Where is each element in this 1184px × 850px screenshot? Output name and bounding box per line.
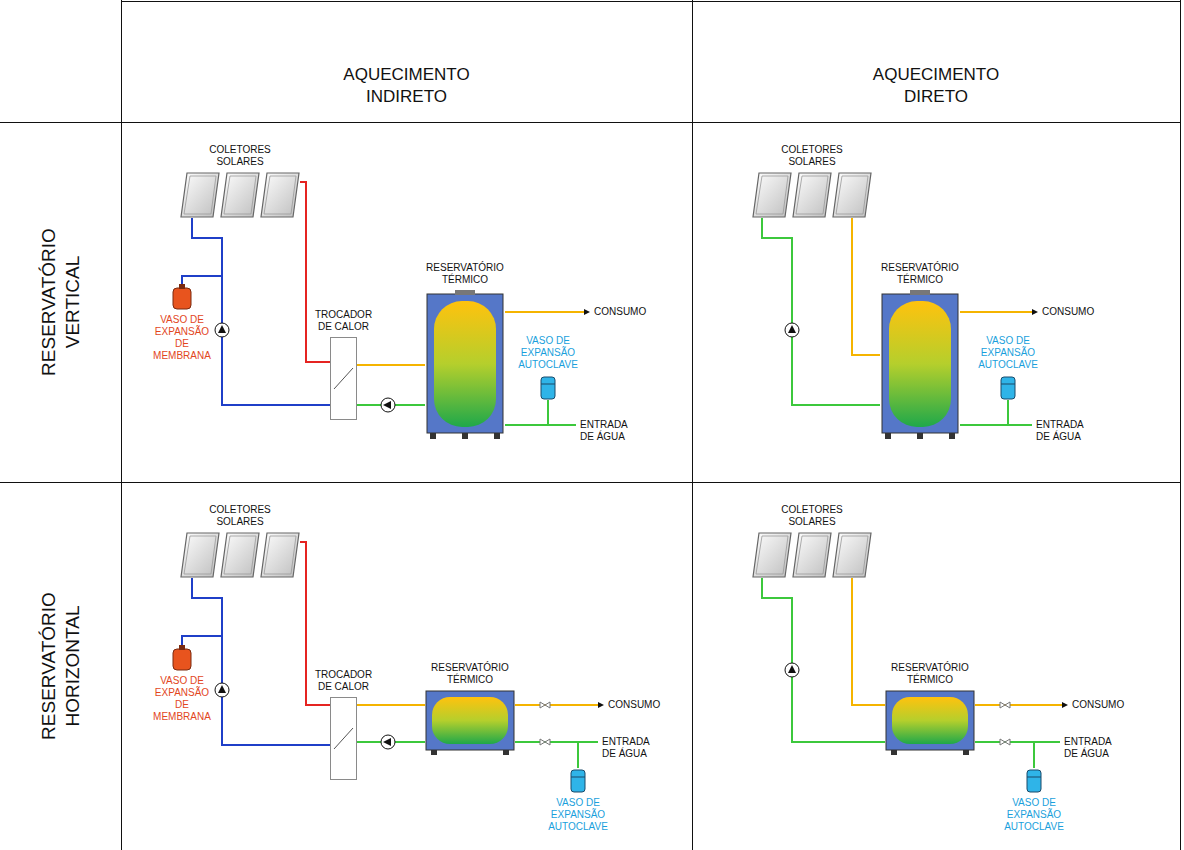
pipe bbox=[357, 364, 425, 366]
pipe bbox=[975, 742, 1034, 768]
membrane-expansion-vessel-shape bbox=[172, 645, 192, 671]
heat-exchanger: TROCADOR DE CALOR bbox=[330, 697, 357, 780]
solar-collectors: COLETORES SOLARES bbox=[752, 532, 872, 578]
component-label: RESERVATÓRIO TÉRMICO bbox=[874, 262, 966, 286]
solar-collectors-shape bbox=[180, 532, 300, 578]
vertical-tank: RESERVATÓRIO TÉRMICO bbox=[425, 290, 505, 440]
component-label: COLETORES SOLARES bbox=[200, 144, 280, 168]
header-text: AQUECIMENTO INDIRETO bbox=[322, 64, 492, 108]
component-label: RESERVATÓRIO TÉRMICO bbox=[884, 662, 976, 686]
pipe-end-label: ENTRADA DE ÁGUA bbox=[1036, 419, 1092, 443]
pipe-end-label: CONSUMO bbox=[608, 699, 660, 711]
pipe bbox=[192, 218, 330, 405]
autoclave-expansion-vessel-shape bbox=[1000, 375, 1016, 400]
pipe-end-label: ENTRADA DE ÁGUA bbox=[602, 736, 658, 760]
pipe bbox=[300, 182, 330, 362]
pipe bbox=[960, 400, 1008, 425]
solar-collectors-shape bbox=[180, 172, 300, 218]
solar-collectors-shape bbox=[752, 172, 872, 218]
pipe bbox=[182, 218, 222, 284]
component-label: VASO DE EXPANSÃO AUTOCLAVE bbox=[974, 335, 1042, 371]
membrane-expansion-vessel-shape bbox=[172, 284, 192, 310]
component-label: VASO DE EXPANSÃO AUTOCLAVE bbox=[1000, 797, 1068, 833]
horizontal-tank: RESERVATÓRIO TÉRMICO bbox=[885, 690, 975, 755]
pipe bbox=[182, 578, 222, 645]
solar-collectors: COLETORES SOLARES bbox=[752, 172, 872, 218]
component-label: VASO DE EXPANSÃO AUTOCLAVE bbox=[544, 797, 612, 833]
pipe-end-label: CONSUMO bbox=[1072, 699, 1124, 711]
component-label: COLETORES SOLARES bbox=[200, 504, 280, 528]
pipe-end-label: CONSUMO bbox=[594, 306, 646, 318]
pipe bbox=[192, 578, 330, 745]
autoclave-expansion-vessel: VASO DE EXPANSÃO AUTOCLAVE bbox=[540, 375, 556, 400]
autoclave-expansion-vessel-shape bbox=[540, 375, 556, 400]
pipe bbox=[852, 578, 885, 705]
pipe-end-label: ENTRADA DE ÁGUA bbox=[580, 419, 636, 443]
vertical-tank-shape bbox=[425, 290, 505, 440]
membrane-expansion-vessel: VASO DE EXPANSÃO DE MEMBRANA bbox=[172, 284, 192, 310]
membrane-expansion-vessel: VASO DE EXPANSÃO DE MEMBRANA bbox=[172, 645, 192, 671]
horizontal-tank: RESERVATÓRIO TÉRMICO bbox=[425, 690, 515, 755]
row-header: RESERVATÓRIO VERTICAL bbox=[0, 122, 121, 482]
autoclave-expansion-vessel-shape bbox=[1026, 768, 1042, 793]
pipe bbox=[762, 578, 885, 742]
vertical-tank: RESERVATÓRIO TÉRMICO bbox=[880, 290, 960, 440]
header-text: AQUECIMENTO DIRETO bbox=[851, 64, 1021, 108]
component-label: RESERVATÓRIO TÉRMICO bbox=[424, 662, 516, 686]
row-header: RESERVATÓRIO HORIZONTAL bbox=[0, 482, 121, 850]
component-label: TROCADOR DE CALOR bbox=[312, 669, 376, 693]
header-text: RESERVATÓRIO VERTICAL bbox=[37, 210, 85, 395]
pipe bbox=[515, 742, 578, 768]
vertical-tank-shape bbox=[880, 290, 960, 440]
component-label: COLETORES SOLARES bbox=[772, 504, 852, 528]
autoclave-expansion-vessel: VASO DE EXPANSÃO AUTOCLAVE bbox=[570, 768, 586, 793]
component-label: TROCADOR DE CALOR bbox=[312, 309, 376, 333]
pipe bbox=[357, 704, 425, 706]
header-text: RESERVATÓRIO HORIZONTAL bbox=[37, 574, 85, 759]
column-header: AQUECIMENTO INDIRETO bbox=[121, 0, 692, 122]
solar-collectors-shape bbox=[752, 532, 872, 578]
outlet-pipes bbox=[505, 312, 1063, 742]
pipe bbox=[852, 218, 880, 355]
pipe-end-label: ENTRADA DE ÁGUA bbox=[1064, 736, 1120, 760]
horizontal-tank-shape bbox=[425, 690, 515, 755]
component-label: VASO DE EXPANSÃO DE MEMBRANA bbox=[151, 675, 213, 723]
pipe bbox=[300, 542, 330, 705]
solar-collectors: COLETORES SOLARES bbox=[180, 172, 300, 218]
autoclave-expansion-vessel: VASO DE EXPANSÃO AUTOCLAVE bbox=[1000, 375, 1016, 400]
flow-arrowheads bbox=[584, 309, 1068, 708]
heat-exchanger-shape bbox=[330, 697, 357, 780]
column-header: AQUECIMENTO DIRETO bbox=[692, 0, 1180, 122]
horizontal-tank-shape bbox=[885, 690, 975, 755]
component-label: VASO DE EXPANSÃO DE MEMBRANA bbox=[151, 314, 213, 362]
pipe bbox=[762, 218, 880, 405]
component-label: VASO DE EXPANSÃO AUTOCLAVE bbox=[514, 335, 582, 371]
heat-exchanger: TROCADOR DE CALOR bbox=[330, 337, 357, 420]
component-label: RESERVATÓRIO TÉRMICO bbox=[419, 262, 511, 286]
solar-collectors: COLETORES SOLARES bbox=[180, 532, 300, 578]
pipe-end-label: CONSUMO bbox=[1042, 306, 1094, 318]
autoclave-expansion-vessel: VASO DE EXPANSÃO AUTOCLAVE bbox=[1026, 768, 1042, 793]
autoclave-expansion-vessel-shape bbox=[570, 768, 586, 793]
pumps bbox=[215, 323, 799, 749]
component-label: COLETORES SOLARES bbox=[772, 144, 852, 168]
pipe bbox=[505, 400, 548, 425]
heat-exchanger-shape bbox=[330, 337, 357, 420]
